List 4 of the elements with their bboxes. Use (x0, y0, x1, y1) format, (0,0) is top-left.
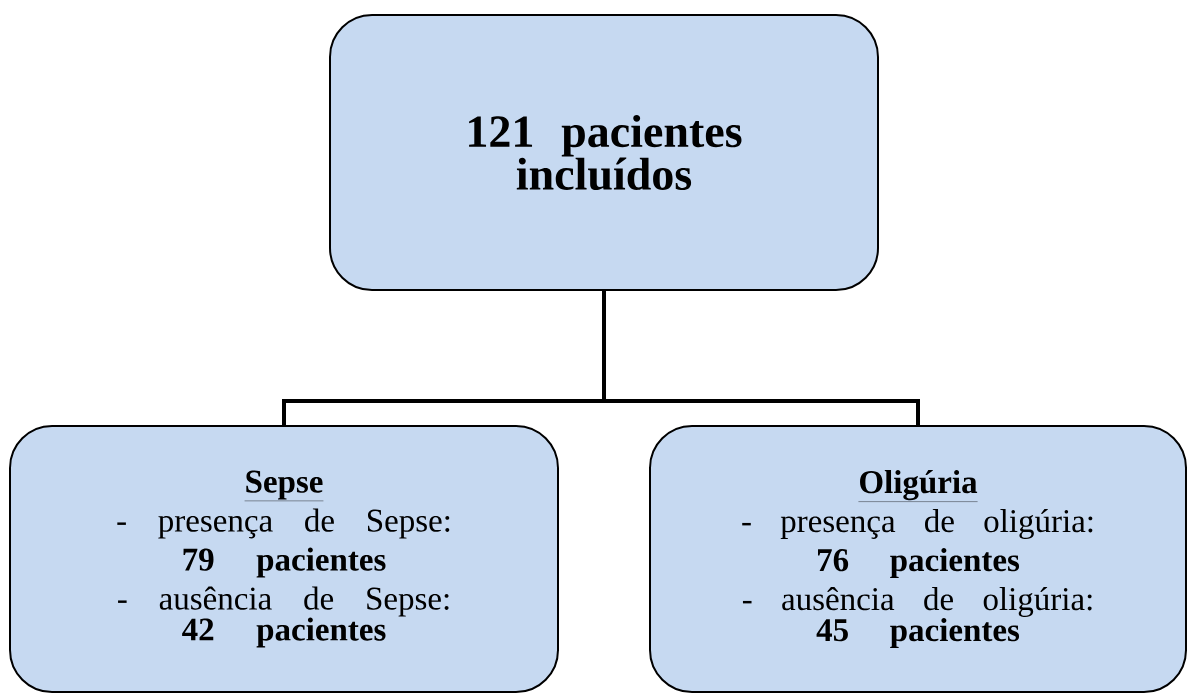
connector-line (602, 291, 920, 425)
rounded-box: 121 pacientes incluídos (329, 14, 879, 291)
rounded-box: Sepse - presença de Sepse: 79 pacientes - ausência de Sepse: 42 pacientes (9, 425, 559, 693)
rounded-box: Oligúria - presença de oligúria: 76 pacientes - ausência de oligúria: 45 pacientes (649, 425, 1187, 693)
